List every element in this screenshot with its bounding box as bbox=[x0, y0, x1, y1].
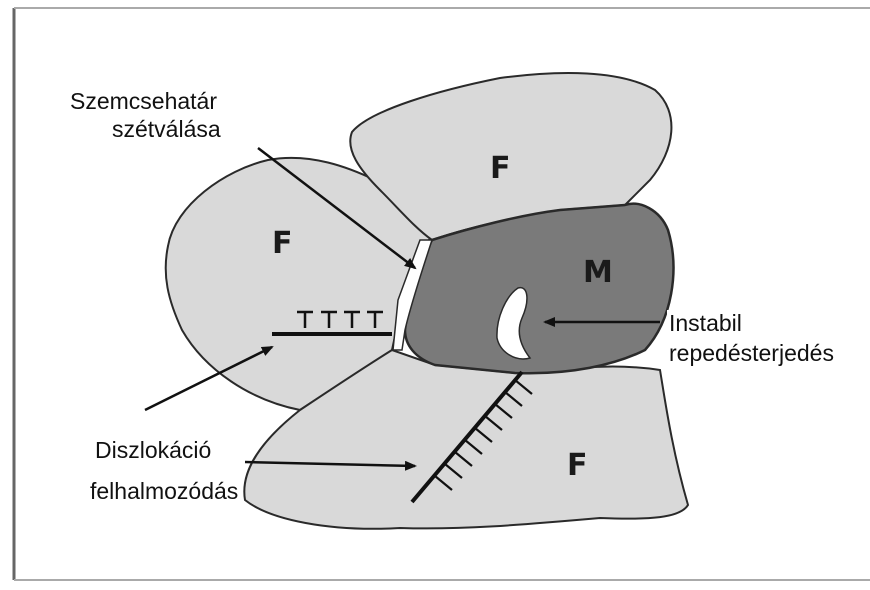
label-grain-boundary-line2: szétválása bbox=[112, 116, 221, 143]
label-dislocation-line2: felhalmozódás bbox=[90, 478, 238, 505]
label-unstable-crack-line1: Instabil bbox=[667, 310, 744, 337]
label-grain-boundary-line1: Szemcsehatár bbox=[70, 88, 217, 115]
label-dislocation-line1: Diszlokáció bbox=[95, 437, 211, 464]
label-unstable-crack-line2: repedésterjedés bbox=[667, 340, 836, 367]
grain-letter-left-f: F bbox=[272, 226, 293, 261]
grain-letter-m: M bbox=[583, 255, 613, 290]
grain-letter-bottom-f: F bbox=[567, 448, 588, 483]
grain-letter-top-f: F bbox=[490, 151, 511, 186]
